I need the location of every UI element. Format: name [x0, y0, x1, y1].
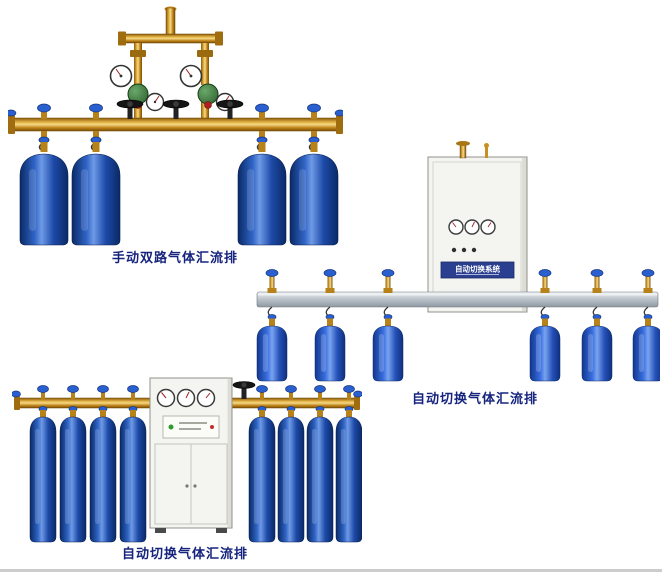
handwheel-valve [216, 99, 244, 119]
cabinet-name-plate: 自动切换系统 [440, 261, 515, 279]
control-cabinet [149, 377, 233, 533]
product-figure-auto-manifold-floor [12, 374, 362, 546]
gas-cylinder [372, 314, 404, 382]
cabinet-doors [154, 443, 228, 525]
handwheel-valve [232, 381, 256, 399]
gas-cylinder [29, 406, 57, 543]
cabinet-label: 自动切换系统 [455, 264, 500, 274]
pressure-regulator-right [179, 64, 235, 120]
gas-cylinder [632, 314, 660, 382]
gas-cylinder [306, 406, 334, 543]
gas-cylinder [19, 136, 69, 246]
gas-cylinder [71, 136, 121, 246]
manifold-top-piping [118, 6, 223, 85]
product-caption-manual-manifold: 手动双路气体汇流排 [111, 250, 238, 265]
gas-cylinder [335, 406, 362, 543]
gas-cylinder [119, 406, 147, 543]
product-caption-auto-manifold-floor: 自动切换气体汇流排 [121, 546, 248, 561]
bottom-divider [0, 569, 662, 572]
gas-cylinder [256, 314, 288, 382]
gas-cylinder [248, 406, 276, 543]
manifold-header-pipe [8, 109, 343, 134]
handwheel-valves [116, 99, 244, 119]
manifold-rail [256, 288, 659, 308]
product-caption-auto-manifold-wall: 自动切换气体汇流排 [411, 391, 538, 406]
gas-cylinder [314, 314, 346, 382]
manual-manifold-illustration [8, 6, 343, 246]
gas-cylinder [277, 406, 305, 543]
cabinet-gauges [156, 388, 216, 408]
product-figure-manual-manifold [8, 6, 343, 251]
handwheel-valve [162, 99, 190, 119]
gas-cylinder [59, 406, 87, 543]
product-figure-auto-manifold-wall: 自动切换系统 [255, 140, 660, 385]
cabinet-control-panel [162, 415, 220, 439]
auto-manifold-floor-illustration [12, 377, 362, 543]
pressure-regulator-left [109, 64, 165, 120]
gas-cylinder [581, 314, 613, 382]
rail-stations [265, 269, 655, 293]
gas-cylinders [256, 306, 660, 382]
handwheel-valve [116, 99, 144, 119]
cabinet-gauges [448, 219, 496, 235]
gas-cylinder [529, 314, 561, 382]
gas-cylinder [89, 406, 117, 543]
control-cabinet: 自动切换系统 [427, 141, 528, 313]
auto-manifold-wall-illustration: 自动切换系统 [256, 141, 660, 382]
indicator-lights [451, 247, 477, 253]
cabinet-top-piping [456, 141, 489, 159]
